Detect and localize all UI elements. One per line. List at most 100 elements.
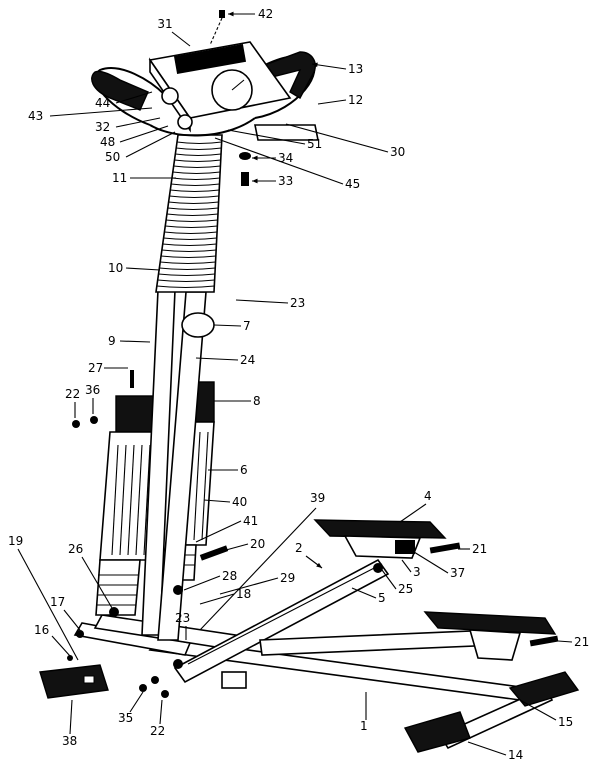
leader-line-c37 <box>413 551 449 574</box>
callout-c38: 38 <box>62 734 77 748</box>
leader-line-c17 <box>63 609 81 631</box>
callout-c35: 35 <box>118 711 133 725</box>
callout-c6: 6 <box>240 463 248 477</box>
leader-line-c16 <box>51 635 71 657</box>
leader-line-c23a <box>235 299 289 304</box>
callout-c12: 12 <box>348 93 363 107</box>
leader-line-c41 <box>195 520 242 543</box>
leader-line-c21b <box>557 640 573 643</box>
leader-line-c32 <box>115 117 161 128</box>
callout-c33: 33 <box>278 174 293 188</box>
callout-c10: 10 <box>108 261 123 275</box>
callout-c37: 37 <box>450 566 465 580</box>
callout-c16: 16 <box>34 623 49 637</box>
callout-c27: 27 <box>88 361 103 375</box>
leader-line-c18 <box>199 593 235 605</box>
leader-arrowhead-c13 <box>312 62 318 68</box>
callout-c36: 36 <box>85 383 100 397</box>
callout-c28: 28 <box>222 569 237 583</box>
leader-line-c3 <box>401 559 412 573</box>
end-cap-14 <box>403 711 471 753</box>
callout-c21b: 21 <box>574 635 589 649</box>
callout-c15: 15 <box>558 715 573 729</box>
leader-line-c31 <box>171 31 191 47</box>
leader-line-c10 <box>125 267 161 271</box>
leader-line-c14 <box>467 741 507 756</box>
leader-line-c43 <box>49 107 153 117</box>
leader-line-c28 <box>183 575 221 591</box>
callout-c30: 30 <box>390 145 405 159</box>
leader-line-c44 <box>115 91 153 104</box>
leader-line-c13 <box>311 63 347 70</box>
callout-c43: 43 <box>28 109 43 123</box>
callout-c19: 19 <box>8 534 23 548</box>
end-cap-38 <box>39 664 109 699</box>
callout-c5: 5 <box>378 591 386 605</box>
leader-arrowhead-c34 <box>252 155 258 161</box>
callout-c45: 45 <box>345 177 360 191</box>
callout-c24: 24 <box>240 353 255 367</box>
callout-c23b: 23 <box>175 611 190 625</box>
callout-c51: 51 <box>307 137 322 151</box>
leader-line-c20 <box>225 543 249 551</box>
leader-lines <box>17 11 573 756</box>
callout-c31: 31 <box>157 17 172 31</box>
pedal-arm-left <box>173 558 390 684</box>
pedal-arm-right <box>259 629 499 656</box>
leader-line-c22b <box>159 699 163 725</box>
leader-line-c45 <box>214 137 344 185</box>
leader-line-c12 <box>317 99 347 105</box>
leader-line-c7 <box>213 324 242 327</box>
callout-c20: 20 <box>250 537 265 551</box>
leader-line-c4 <box>399 503 427 523</box>
callout-c34: 34 <box>278 151 293 165</box>
leader-line-c26a <box>81 556 113 609</box>
callout-c40: 40 <box>232 495 247 509</box>
callout-c21a: 21 <box>472 542 487 556</box>
leader-line-c39 <box>199 507 317 631</box>
fasteners <box>67 152 559 698</box>
callout-c50: 50 <box>105 150 120 164</box>
leader-arrowhead-c2 <box>316 562 322 568</box>
callout-c22b: 22 <box>150 724 165 738</box>
callout-c42: 42 <box>258 7 273 21</box>
callout-c8: 8 <box>253 394 261 408</box>
leader-line-c15 <box>519 699 557 721</box>
callout-c48: 48 <box>100 135 115 149</box>
bellows-10-11 <box>155 134 223 293</box>
callout-c18: 18 <box>236 587 251 601</box>
leader-line-c29 <box>219 577 279 595</box>
callout-c2: 2 <box>295 541 303 555</box>
callout-c39: 39 <box>310 491 325 505</box>
leader-line-c30 <box>285 123 389 153</box>
leader-arrowhead-c33 <box>252 178 258 184</box>
pedal-lower <box>423 611 557 661</box>
callout-c25: 25 <box>398 582 413 596</box>
callout-c22a: 22 <box>65 387 80 401</box>
callout-c3: 3 <box>413 565 421 579</box>
end-cap-15 <box>508 671 580 707</box>
leader-line-c5 <box>351 587 377 599</box>
callout-c7: 7 <box>243 319 251 333</box>
roller-7 <box>181 312 215 338</box>
callout-c32: 32 <box>95 120 110 134</box>
leader-line-c40 <box>203 499 231 503</box>
leader-line-c25 <box>381 569 397 590</box>
leader-line-c48 <box>119 125 169 143</box>
callout-labels: 4231131244433248505130344533111023792427… <box>8 7 589 762</box>
callout-c23a: 23 <box>290 296 305 310</box>
callout-c4: 4 <box>424 489 432 503</box>
callout-c41: 41 <box>243 514 258 528</box>
leader-arrowhead-c42 <box>228 11 234 17</box>
callout-c9: 9 <box>108 334 116 348</box>
pedal-upper <box>313 519 447 559</box>
callout-c11: 11 <box>112 171 127 185</box>
callout-c1: 1 <box>360 719 368 733</box>
callout-c26a: 26 <box>68 542 83 556</box>
leader-line-c19 <box>17 548 79 661</box>
callout-c44: 44 <box>95 96 110 110</box>
callout-c29: 29 <box>280 571 295 585</box>
leader-line-c38 <box>69 699 73 735</box>
console <box>148 10 292 133</box>
